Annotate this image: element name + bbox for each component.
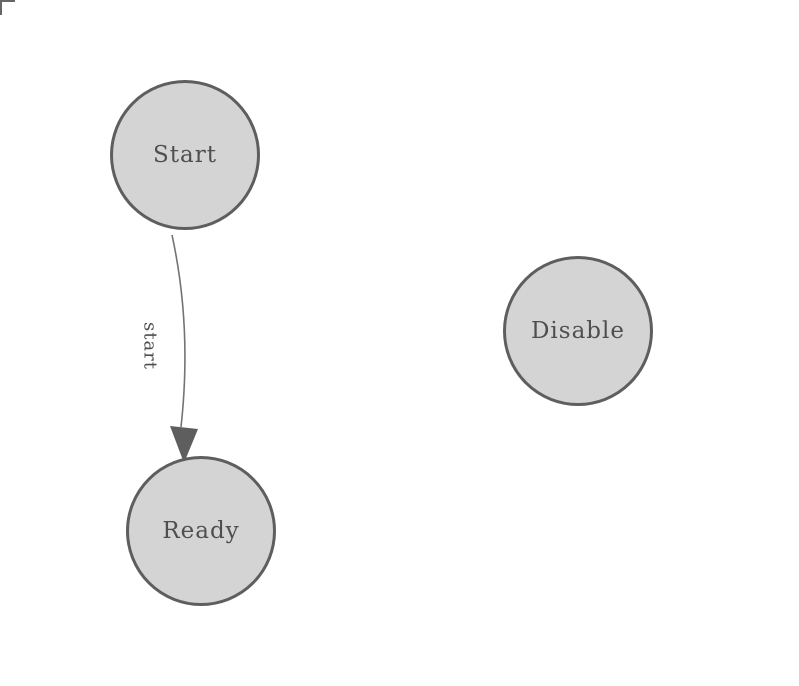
state-node-ready[interactable]: Ready <box>126 456 276 606</box>
transition-edge-start-to-ready[interactable] <box>171 234 186 428</box>
canvas-origin-corner-icon <box>0 0 15 15</box>
state-node-start-label: Start <box>153 142 217 168</box>
state-node-disable-label: Disable <box>530 318 625 344</box>
edge-label-start: start <box>139 321 161 371</box>
state-node-ready-label: Ready <box>162 518 240 544</box>
state-node-disable[interactable]: Disable <box>503 256 653 406</box>
state-node-start[interactable]: Start <box>110 80 260 230</box>
